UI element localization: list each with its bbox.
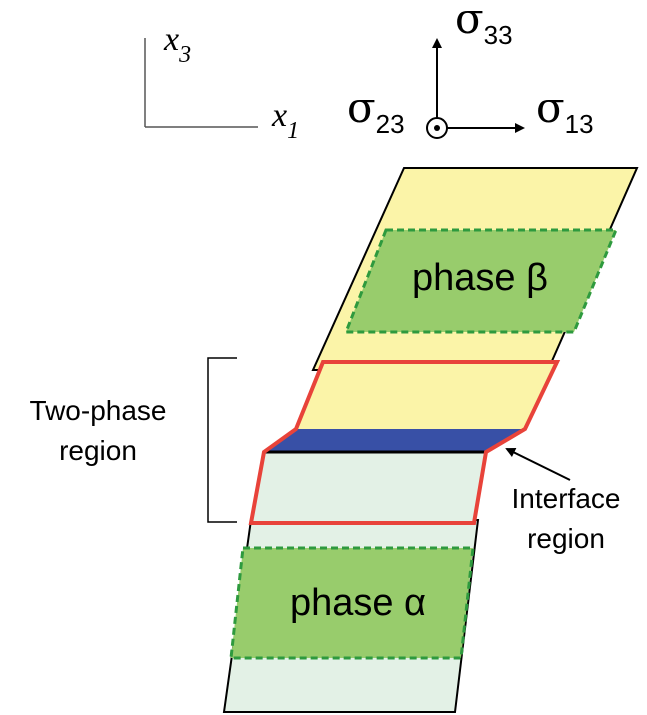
alpha-core-region <box>229 546 475 660</box>
phase-alpha-label: phase α <box>290 582 426 624</box>
two-phase-outline <box>248 360 561 525</box>
bracket-line <box>207 357 237 523</box>
phase-beta-label: phase β <box>412 257 548 299</box>
sigma23-dot <box>434 125 440 131</box>
two-phase-alpha-part <box>251 450 486 523</box>
coordinate-axes: x3 x1 <box>144 21 299 144</box>
interface-label-line1: Interface <box>512 483 621 514</box>
x3-axis-label: x3 <box>163 21 191 68</box>
beta-core-region <box>343 228 619 334</box>
two-phase-beta-part <box>296 362 557 429</box>
two-phase-label-line2: region <box>59 435 137 466</box>
x1-axis-label: x1 <box>271 97 299 144</box>
stress-components: σ33 σ23 σ13 <box>347 0 594 139</box>
interface-label-line2: region <box>527 523 605 554</box>
interface-layer <box>264 429 525 452</box>
two-phase-region <box>248 360 561 525</box>
sigma23-label: σ23 <box>347 83 405 139</box>
beta-column <box>311 167 639 371</box>
interface-pointer-arrow <box>505 448 571 481</box>
sigma13-label: σ13 <box>536 83 594 139</box>
sigma33-label: σ33 <box>455 0 513 50</box>
two-phase-bracket <box>207 357 237 523</box>
alpha-column <box>222 519 480 713</box>
two-phase-label-line1: Two-phase <box>30 395 167 426</box>
